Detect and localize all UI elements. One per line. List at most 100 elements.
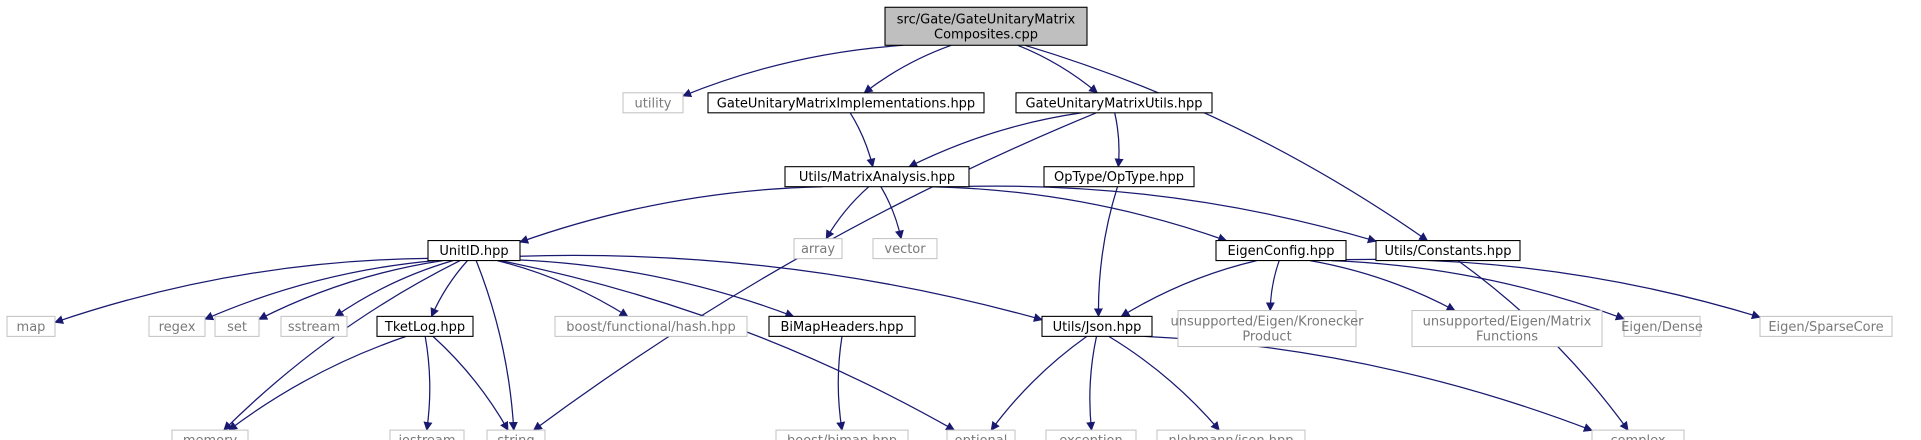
edge-utils-to-optype bbox=[1114, 112, 1124, 168]
node-constants[interactable]: Utils/Constants.hpp bbox=[1375, 240, 1521, 262]
edge-eigencfg-to-mfun bbox=[1309, 259, 1456, 312]
node-eigencfg[interactable]: EigenConfig.hpp bbox=[1215, 240, 1347, 262]
edge-json-to-exception bbox=[1086, 336, 1098, 431]
node-sparse: Eigen/SparseCore bbox=[1759, 315, 1893, 337]
node-impl-box bbox=[707, 92, 985, 114]
edge-root-to-utils bbox=[1017, 44, 1098, 94]
node-hash-box bbox=[554, 315, 748, 337]
node-complex-box bbox=[1591, 429, 1685, 440]
edge-unitid-to-bimaph bbox=[519, 259, 795, 318]
edge-root-to-utility bbox=[682, 44, 904, 98]
edge-eigencfg-to-json bbox=[1120, 259, 1257, 317]
node-exception: exception bbox=[1045, 429, 1137, 440]
edge-unitid-to-json bbox=[519, 254, 1043, 322]
node-constants-label: Utils/Constants.hpp bbox=[1384, 244, 1511, 259]
node-kron-box bbox=[1177, 310, 1357, 348]
node-vector-label: vector bbox=[884, 242, 926, 257]
node-complex-label: complex bbox=[1610, 434, 1665, 440]
node-optype[interactable]: OpType/OpType.hpp bbox=[1043, 166, 1195, 188]
edge-unitid-to-regex bbox=[204, 259, 435, 321]
node-optional-label: optional bbox=[955, 434, 1008, 440]
node-bimaph-label: BiMapHeaders.hpp bbox=[781, 320, 904, 335]
edge-unitid-to-map bbox=[54, 257, 429, 324]
edge-unitid-to-hash bbox=[497, 259, 629, 317]
node-unitid[interactable]: UnitID.hpp bbox=[427, 240, 521, 262]
node-root-label: src/Gate/GateUnitaryMatrix bbox=[897, 12, 1076, 27]
node-json-box bbox=[1041, 315, 1153, 337]
node-optional: optional bbox=[946, 429, 1016, 440]
edge-tketlog-to-iostream bbox=[423, 336, 433, 431]
node-iostream-box bbox=[389, 429, 465, 440]
edge-json-to-optional bbox=[990, 335, 1088, 431]
edge-utils-to-string bbox=[532, 112, 1097, 431]
node-matrix-label: Utils/MatrixAnalysis.hpp bbox=[799, 170, 955, 185]
edge-matrix-to-eigencfg bbox=[931, 186, 1228, 243]
node-regex: regex bbox=[148, 315, 206, 337]
node-eigencfg-box bbox=[1215, 240, 1347, 262]
node-sstream-box bbox=[280, 315, 348, 337]
node-root-label: Composites.cpp bbox=[934, 27, 1038, 42]
node-json[interactable]: Utils/Json.hpp bbox=[1041, 315, 1153, 337]
node-array: array bbox=[793, 238, 843, 260]
node-bimaph[interactable]: BiMapHeaders.hpp bbox=[768, 315, 916, 337]
node-memory: memory bbox=[171, 429, 249, 440]
node-optype-box bbox=[1043, 166, 1195, 188]
node-bimaph-box bbox=[768, 315, 916, 337]
edge-tketlog-to-memory bbox=[228, 335, 407, 431]
node-sparse-label: Eigen/SparseCore bbox=[1768, 320, 1883, 335]
node-sparse-box bbox=[1759, 315, 1893, 337]
node-optype-label: OpType/OpType.hpp bbox=[1054, 170, 1184, 185]
edge-matrix-to-vector bbox=[880, 186, 904, 240]
node-iostream: iostream bbox=[389, 429, 465, 440]
node-set-label: set bbox=[227, 320, 247, 335]
edge-matrix-to-constants bbox=[954, 185, 1377, 244]
node-matrix[interactable]: Utils/MatrixAnalysis.hpp bbox=[784, 166, 970, 188]
node-bimap-label: boost/bimap.hpp bbox=[787, 434, 897, 440]
node-tketlog[interactable]: TketLog.hpp bbox=[376, 315, 474, 337]
node-utils-label: GateUnitaryMatrixUtils.hpp bbox=[1025, 96, 1202, 111]
node-regex-box bbox=[148, 315, 206, 337]
node-impl[interactable]: GateUnitaryMatrixImplementations.hpp bbox=[707, 92, 985, 114]
node-utils[interactable]: GateUnitaryMatrixUtils.hpp bbox=[1015, 92, 1213, 114]
node-memory-label: memory bbox=[183, 434, 238, 440]
node-root-box bbox=[884, 6, 1088, 46]
node-bimap-box bbox=[775, 429, 909, 440]
edge-unitid-to-set bbox=[258, 259, 443, 320]
node-dense: Eigen/Dense bbox=[1621, 315, 1703, 337]
node-bimap: boost/bimap.hpp bbox=[775, 429, 909, 440]
node-exception-box bbox=[1045, 429, 1137, 440]
edge-matrix-to-unitid bbox=[519, 186, 823, 244]
edge-matrix-to-array bbox=[825, 186, 870, 240]
node-array-box bbox=[793, 238, 843, 260]
node-dense-box bbox=[1623, 315, 1701, 337]
edge-unitid-to-sstream bbox=[334, 259, 454, 317]
node-utils-box bbox=[1015, 92, 1213, 114]
node-sstream-label: sstream bbox=[288, 320, 340, 335]
node-map-box bbox=[6, 315, 56, 337]
edge-eigencfg-to-kron bbox=[1265, 260, 1280, 312]
node-vector: vector bbox=[872, 238, 938, 260]
node-map: map bbox=[6, 315, 56, 337]
edge-impl-to-matrix bbox=[849, 112, 876, 168]
node-vector-box bbox=[872, 238, 938, 260]
node-complex: complex bbox=[1591, 429, 1685, 440]
node-unitid-box bbox=[427, 240, 521, 262]
node-utility: utility bbox=[622, 92, 684, 114]
node-kron-label: unsupported/Eigen/Kronecker bbox=[1170, 315, 1364, 330]
node-map-label: map bbox=[17, 320, 46, 335]
node-iostream-label: iostream bbox=[398, 434, 455, 440]
edge-root-to-impl bbox=[863, 44, 952, 94]
node-set: set bbox=[214, 315, 260, 337]
node-mfun-label: Functions bbox=[1476, 330, 1538, 345]
node-nljson: nlohmann/json.hpp bbox=[1156, 429, 1306, 440]
node-nljson-label: nlohmann/json.hpp bbox=[1169, 434, 1294, 440]
node-dense-label: Eigen/Dense bbox=[1621, 320, 1703, 335]
node-hash: boost/functional/hash.hpp bbox=[554, 315, 748, 337]
edge-tketlog-to-string bbox=[432, 335, 509, 431]
node-tketlog-label: TketLog.hpp bbox=[384, 320, 465, 335]
node-eigencfg-label: EigenConfig.hpp bbox=[1228, 244, 1335, 259]
edge-eigencfg-to-dense bbox=[1331, 259, 1625, 321]
node-array-label: array bbox=[801, 242, 835, 257]
